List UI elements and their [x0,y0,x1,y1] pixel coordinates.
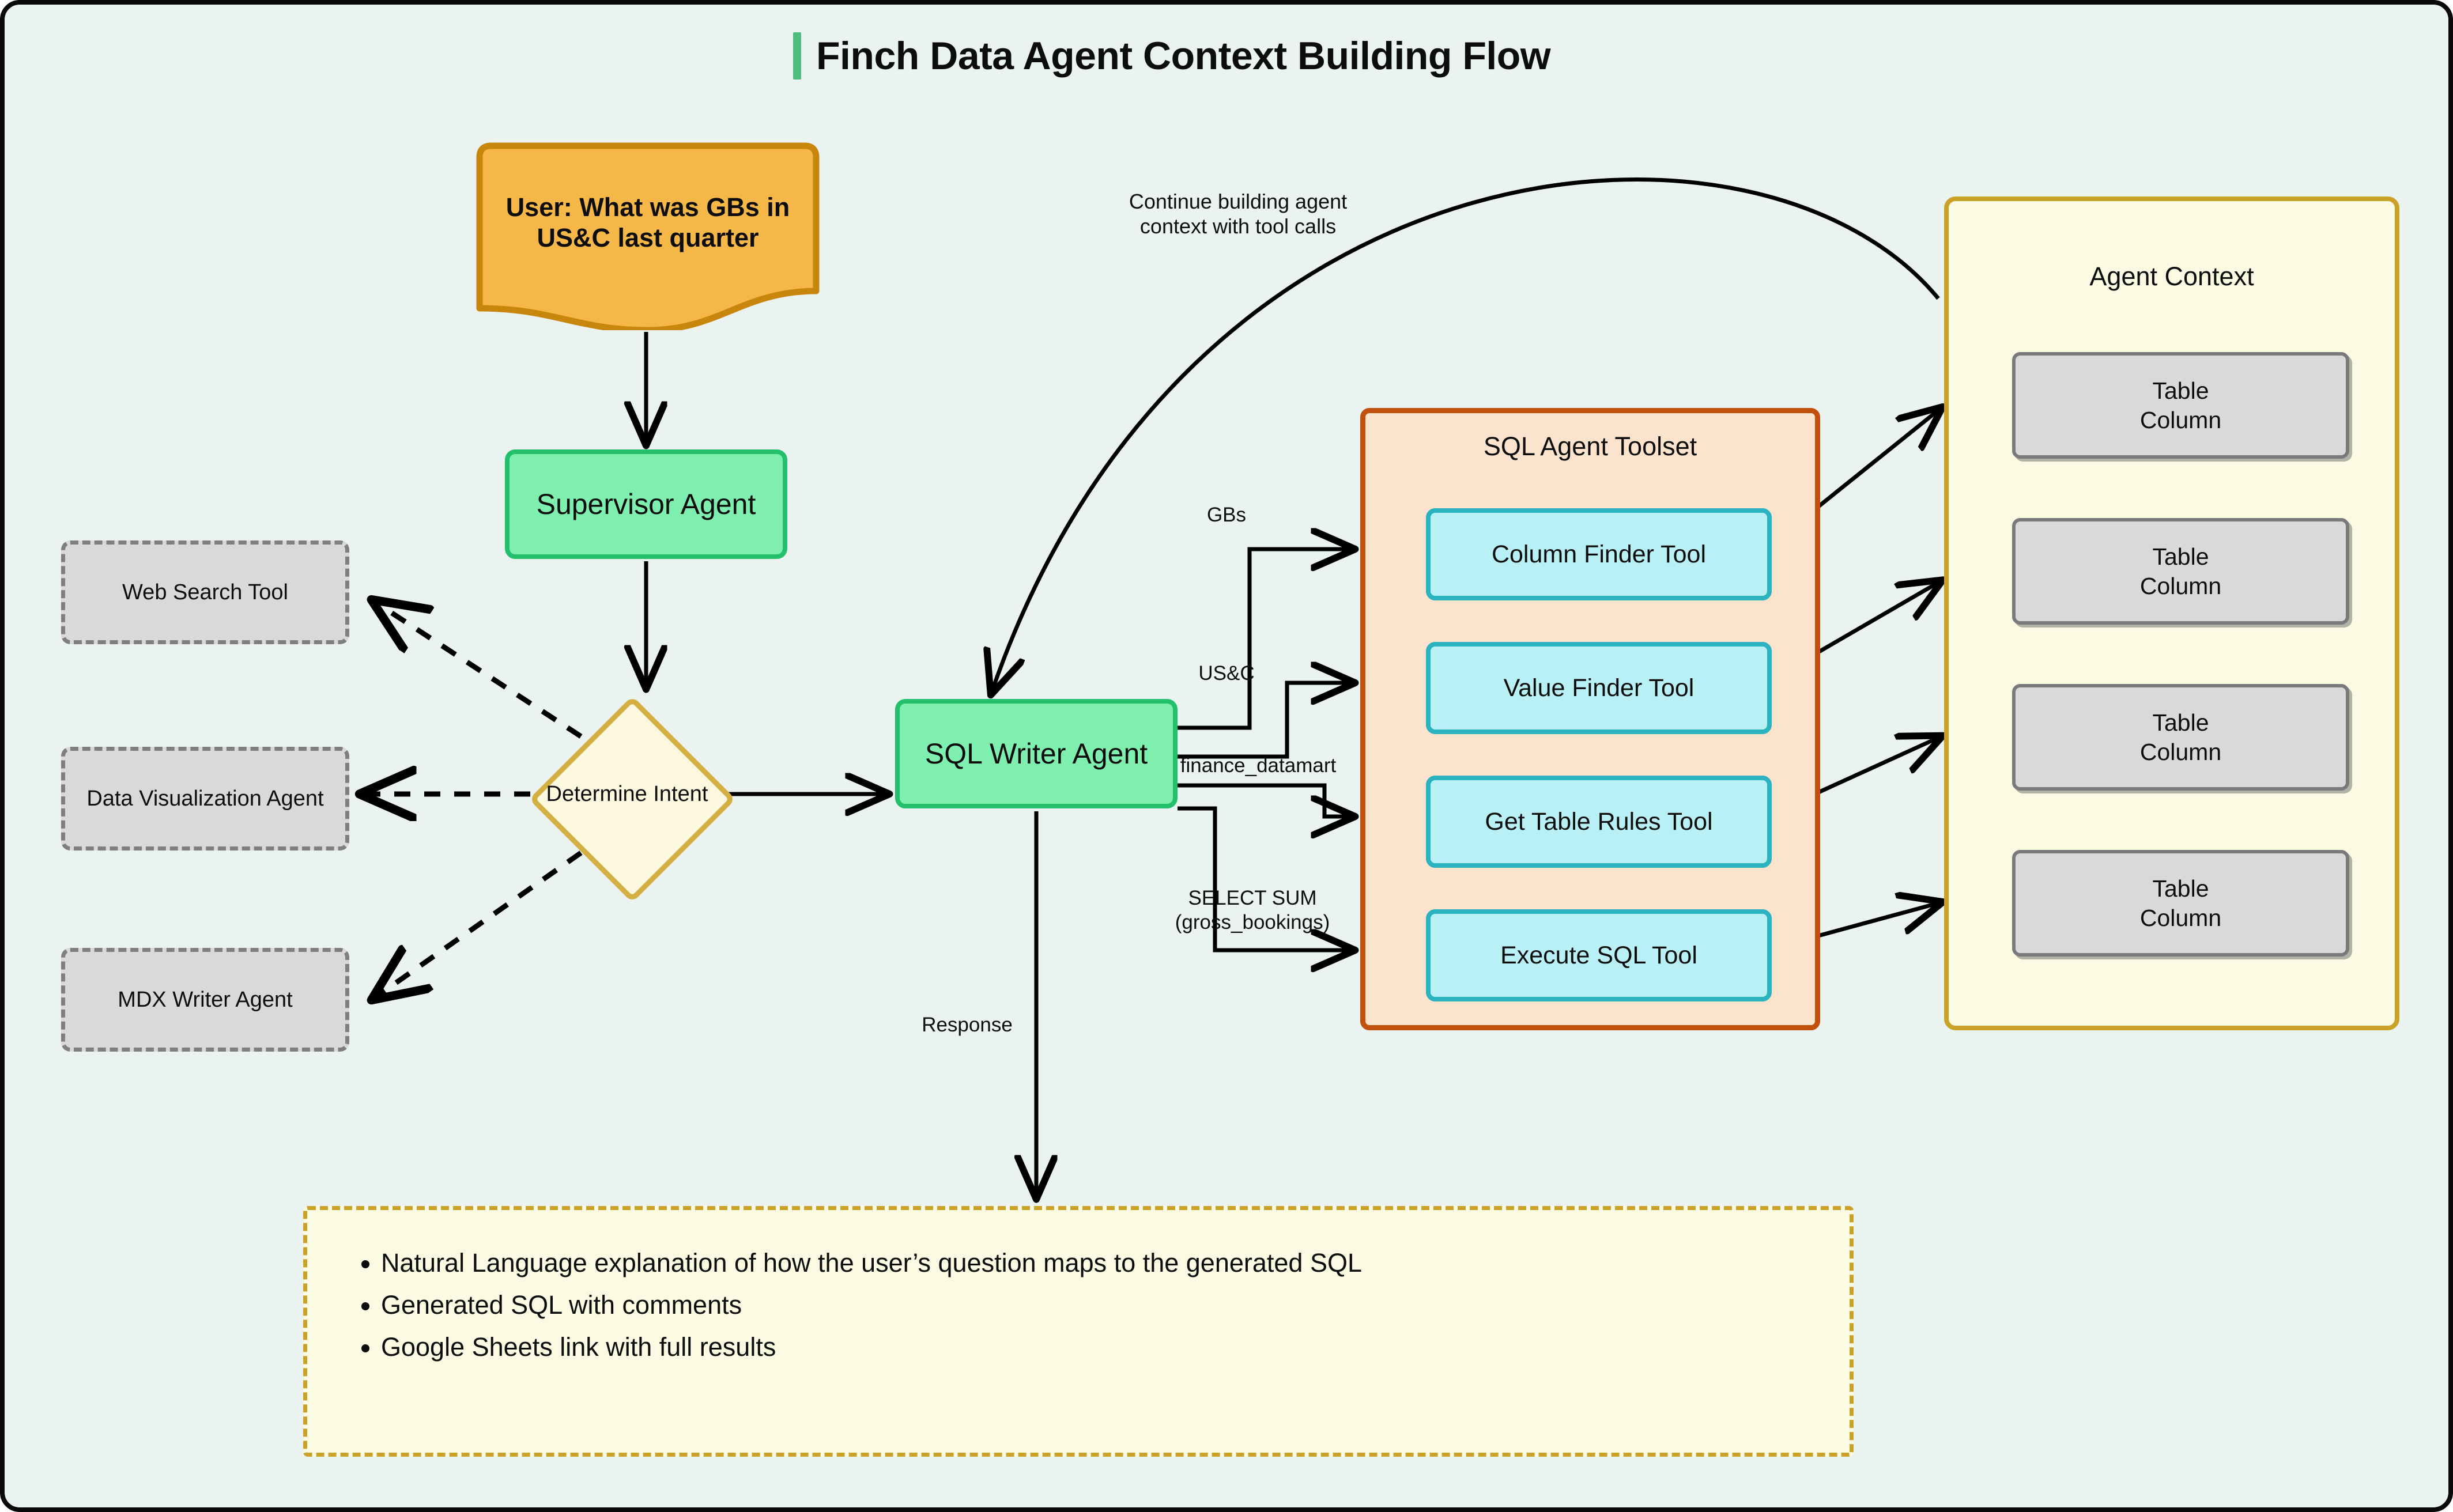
list-item: Natural Language explanation of how the … [381,1242,1809,1284]
edge-label-gbs: GBs [1206,504,1247,526]
web-search-tool-node[interactable]: Web Search Tool [61,540,349,644]
agent-context-container: Agent Context Table Column Table Column … [1944,196,2399,1030]
output-bullet-list: Natural Language explanation of how the … [348,1242,1809,1369]
column-finder-tool-node[interactable]: Column Finder Tool [1426,508,1772,600]
context-item-table-label: Table [2152,709,2209,736]
column-finder-tool-label: Column Finder Tool [1491,540,1707,568]
edge-label-response: Response [922,1014,1013,1036]
edge-label-finance-datamart: finance_datamart [1180,754,1337,777]
mdx-writer-agent-label: MDX Writer Agent [118,987,293,1012]
sql-agent-toolset-container: SQL Agent Toolset Column Finder Tool Val… [1360,408,1820,1030]
context-item-table-label: Table [2152,543,2209,570]
page-title: Finch Data Agent Context Building Flow [793,32,1551,80]
supervisor-agent-node[interactable]: Supervisor Agent [505,449,787,559]
context-item-column-label: Column [2139,572,2222,599]
mdx-writer-agent-node[interactable]: MDX Writer Agent [61,948,349,1052]
edge-label-usc: US&C [1198,662,1255,685]
context-item-table-label: Table [2152,377,2209,405]
sql-writer-agent-node[interactable]: SQL Writer Agent [895,699,1178,808]
value-finder-tool-label: Value Finder Tool [1503,674,1695,702]
data-visualization-agent-node[interactable]: Data Visualization Agent [61,747,349,850]
edge-sqlwriter-to-value-finder [1178,683,1353,759]
list-item: Generated SQL with comments [381,1284,1809,1326]
list-item: Google Sheets link with full results [381,1326,1809,1369]
get-table-rules-tool-node[interactable]: Get Table Rules Tool [1426,776,1772,868]
agent-context-title: Agent Context [2089,262,2254,291]
data-visualization-agent-label: Data Visualization Agent [86,786,324,811]
context-item-column-label: Column [2139,904,2222,931]
supervisor-agent-label: Supervisor Agent [536,487,756,520]
context-table-column-item[interactable]: Table Column [2012,518,2349,625]
title-accent-bar [793,32,801,80]
context-item-column-label: Column [2139,738,2222,765]
edge-label-continue-building: Continue building agent context with too… [1129,190,1348,239]
context-table-column-item[interactable]: Table Column [2012,684,2349,791]
get-table-rules-tool-label: Get Table Rules Tool [1485,807,1713,836]
title-text: Finch Data Agent Context Building Flow [816,34,1551,78]
context-table-column-item[interactable]: Table Column [2012,352,2349,459]
document-shape-icon [476,142,820,330]
edge-label-select-sum: SELECT SUM (gross_bookings) [1175,887,1330,933]
value-finder-tool-node[interactable]: Value Finder Tool [1426,642,1772,734]
user-input-label: User: What was GBs in US&C last quarter [505,192,790,252]
edge-sqlwriter-to-table-rules [1178,783,1353,817]
edge-sqlwriter-to-column-finder [1178,549,1353,730]
execute-sql-tool-node[interactable]: Execute SQL Tool [1426,909,1772,1001]
web-search-tool-label: Web Search Tool [122,580,288,604]
response-output-box: Natural Language explanation of how the … [303,1206,1854,1457]
context-table-column-item[interactable]: Table Column [2012,850,2349,957]
sql-agent-toolset-title: SQL Agent Toolset [1483,432,1697,461]
determine-intent-node[interactable]: Determine Intent [529,695,736,903]
context-item-table-label: Table [2152,875,2209,902]
execute-sql-tool-label: Execute SQL Tool [1500,941,1697,969]
determine-intent-label: Determine Intent [546,781,708,806]
sql-writer-agent-label: SQL Writer Agent [924,737,1148,770]
user-input-node: User: What was GBs in US&C last quarter [471,140,824,330]
context-item-column-label: Column [2139,406,2222,433]
